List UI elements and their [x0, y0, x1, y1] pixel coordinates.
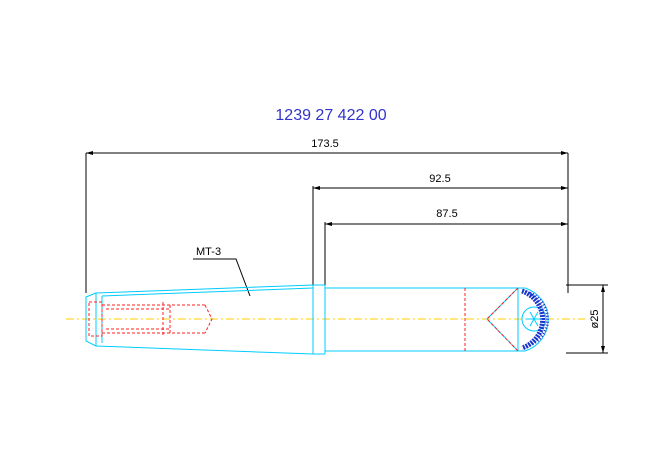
dimension-label-92-5: 92.5 [429, 173, 450, 185]
dimension-label-87-5: 87.5 [436, 208, 457, 220]
dimension-length-92-5: 92.5 [312, 173, 568, 290]
dimension-length-87-5: 87.5 [324, 208, 568, 288]
tip-highlight [521, 288, 550, 351]
hidden-lines [88, 287, 519, 352]
taper-callout: MT-3 [193, 246, 251, 297]
dimension-overall-length: 173.5 [85, 138, 569, 293]
spline-icon [526, 311, 542, 327]
dimension-label-diameter: ø25 [589, 310, 601, 329]
dimension-label-173-5: 173.5 [311, 138, 339, 150]
dimension-diameter: ø25 [566, 284, 608, 354]
part-number-title: 1239 27 422 00 [275, 107, 386, 124]
taper-label: MT-3 [196, 246, 221, 258]
